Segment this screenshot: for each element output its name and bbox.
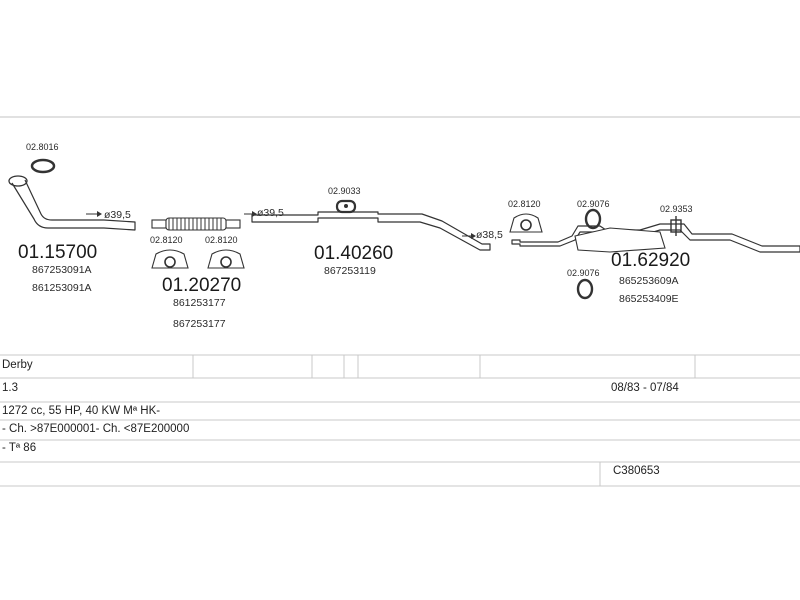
rear-silencer-number: 01.62920 [611, 250, 690, 271]
gasket-front-ring [30, 158, 56, 174]
rear-silencer-ref-1: 865253609A [619, 275, 679, 287]
clamp-left-icon [151, 249, 189, 269]
flex-pipe-diameter: ø39,5 [257, 207, 284, 219]
rear-ring-top-icon [584, 208, 602, 230]
front-pipe-number: 01.15700 [18, 242, 97, 263]
hanger-icon [335, 199, 357, 214]
front-pipe-flange [8, 175, 28, 187]
front-pipe-diameter: ø39,5 [104, 209, 131, 221]
rear-hanger-icon [670, 216, 682, 236]
rear-silencer-ref-2: 865253409E [619, 293, 679, 305]
rear-silencer-pipe [511, 223, 800, 253]
rear-clamp-number: 02.8120 [508, 199, 541, 209]
rear-ring-bottom-icon [576, 278, 594, 300]
years-cell: 08/83 - 07/84 [611, 382, 679, 394]
flex-pipe-ref-2: 867253177 [173, 318, 226, 330]
middle-hanger-number: 02.9033 [328, 186, 361, 196]
rear-clamp-icon [509, 213, 543, 233]
flex-pipe-group: 02.8120 02.8120 01.20270 861253177 86725… [150, 207, 284, 330]
rear-ring-bottom-number: 02.9076 [567, 268, 600, 278]
rear-ring-top-number: 02.9076 [577, 199, 610, 209]
rear-silencer-body [574, 227, 666, 253]
vehicle-table-grid [0, 354, 800, 487]
middle-silencer-diameter: ø38,5 [476, 229, 503, 241]
flex-pipe-end-left [151, 219, 167, 229]
gasket-front-number: 02.8016 [26, 142, 59, 152]
rear-silencer-group: 02.8120 02.9076 02.9353 02.9076 01.62920… [508, 199, 800, 305]
flex-pipe-clamp-left-number: 02.8120 [150, 235, 183, 245]
front-pipe [11, 179, 136, 231]
middle-silencer-number: 01.40260 [314, 243, 393, 264]
middle-silencer-arrowhead [471, 233, 476, 239]
chassis-cell: - Ch. >87E000001- Ch. <87E200000 [2, 423, 190, 435]
code-cell: C380653 [613, 465, 660, 477]
flex-pipe-ref-1: 861253177 [173, 297, 226, 309]
middle-silencer-group: 02.9033 ø38,5 01.40260 867253119 [251, 186, 503, 277]
flex-pipe-end-right [225, 219, 241, 229]
clamp-right-icon [207, 249, 245, 269]
front-pipe-ref-2: 861253091A [32, 282, 92, 294]
middle-silencer-pipe [251, 211, 491, 251]
rear-hanger-number: 02.9353 [660, 204, 693, 214]
engine-cell: 1.3 [2, 382, 18, 394]
flex-pipe-number: 01.20270 [162, 275, 241, 296]
flex-pipe-corrugation [168, 218, 222, 230]
model-cell: Derby [2, 359, 33, 371]
middle-silencer-ref-1: 867253119 [324, 265, 376, 277]
spec-cell: 1272 cc, 55 HP, 40 KW Mª HK- [2, 405, 161, 417]
front-pipe-arrowhead [97, 211, 102, 217]
flex-pipe-clamp-right-number: 02.8120 [205, 235, 238, 245]
note-cell: - Tª 86 [2, 442, 37, 454]
front-pipe-group: 02.8016 ø39,5 01.15700 867253091A 861253… [8, 142, 136, 294]
front-pipe-ref-1: 867253091A [32, 264, 92, 276]
